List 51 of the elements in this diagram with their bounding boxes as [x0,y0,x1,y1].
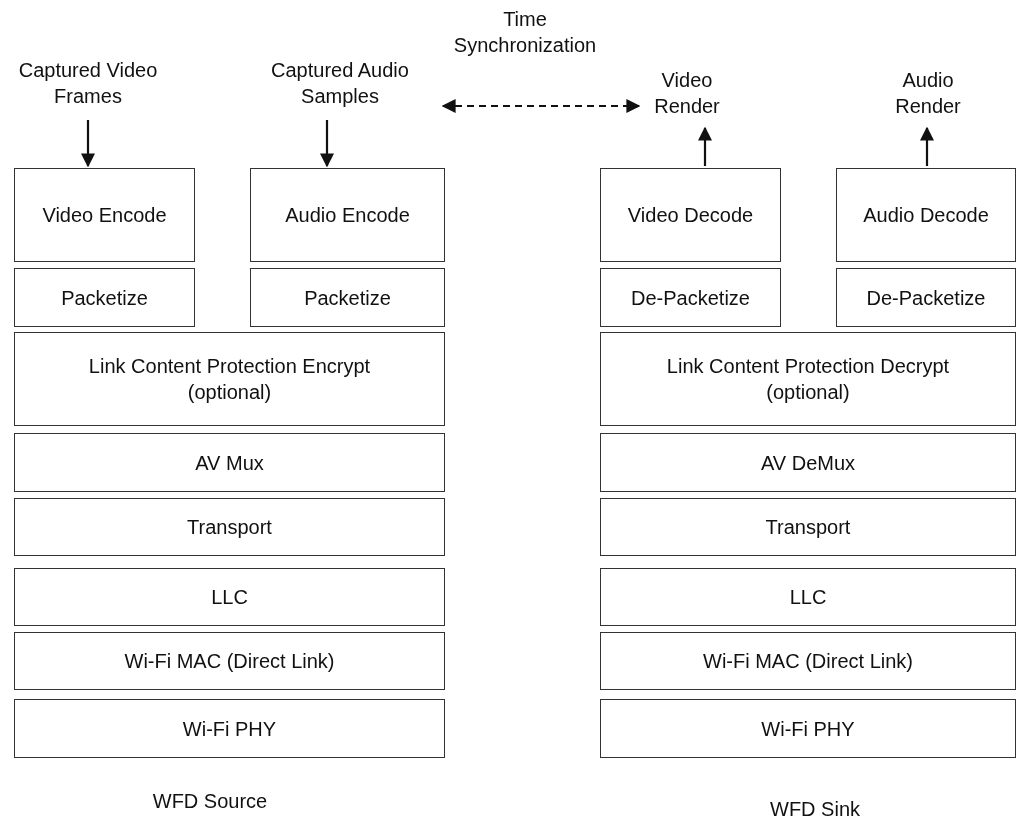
layer-label: Wi-Fi PHY [761,716,855,742]
layer-box [600,632,1016,690]
layer-label: Video Encode [42,203,167,228]
layer-label: Video Decode [627,203,754,228]
arrow [698,126,712,166]
layer-box [250,268,445,327]
layer-box [600,268,781,327]
flow-label: Audio Render [894,68,962,119]
layer-label: Wi-Fi MAC (Direct Link) [703,649,913,674]
layer-box [600,498,1016,556]
layer-box [600,699,1016,758]
arrow [920,126,934,166]
layer-box [14,268,195,327]
layer-label: Packetize [304,285,391,311]
flow-label: Captured Video Frames [17,58,159,109]
layer-box [14,699,445,758]
layer-box [14,332,445,426]
layer-box [14,632,445,690]
layer-box [600,568,1016,626]
layer-box [600,168,781,262]
arrow [320,120,334,168]
layer-box [14,433,445,492]
layer-box [14,168,195,262]
flow-label: Captured Audio Samples [270,58,410,109]
layer-box [836,168,1016,262]
layer-label: Link Content Protection Encrypt (optional) [87,354,372,405]
layer-label: Packetize [61,285,148,311]
layer-label: Audio Encode [285,203,410,228]
layer-label: AV DeMux [760,450,856,476]
caption-label: WFD Sink [769,798,861,821]
layer-label: Transport [765,515,851,540]
layer-label: Wi-Fi MAC (Direct Link) [124,649,335,674]
layer-box [600,332,1016,426]
layer-label: De-Packetize [866,285,986,311]
caption-label: WFD Source [151,790,269,813]
layer-label: Transport [187,515,272,540]
flow-label: Video Render [653,68,721,119]
layer-label: De-Packetize [631,285,750,311]
layer-label: Audio Decode [863,203,989,228]
arrow [81,120,95,168]
layer-label: LLC [211,585,248,610]
layer-label: LLC [789,585,827,610]
layer-label: AV Mux [195,450,264,476]
layer-label: Wi-Fi PHY [182,716,277,742]
layer-box [836,268,1016,327]
layer-box [600,433,1016,492]
layer-label: Link Content Protection Decrypt (optional) [665,354,951,405]
layer-box [250,168,445,262]
layer-box [14,498,445,556]
layer-box [14,568,445,626]
arrow [441,99,641,113]
